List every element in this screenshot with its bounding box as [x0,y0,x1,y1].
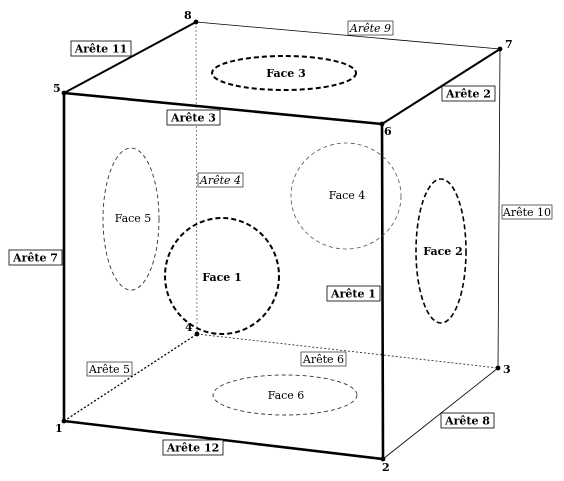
edge-2-3 [382,367,499,460]
edge-label-7: Arête 7 [8,249,63,266]
face-label-4: Face 4 [329,189,366,202]
thin-edges [195,21,501,460]
edge-label-1: Arête 1 [326,285,381,302]
face-4-ellipse [290,142,402,250]
edge-label-4: Arête 4 [197,172,244,188]
face-label-3: Face 3 [266,67,306,80]
vertex-labels: 1 2 3 4 5 6 7 8 [53,9,513,474]
svg-text:Arête 2: Arête 2 [445,88,491,101]
face-3-ellipse [211,55,357,91]
face-6-ellipse [212,374,358,416]
edge-label-9: Arête 9 [347,20,394,36]
vertex-label-2: 2 [382,461,390,474]
bold-edges [62,21,501,461]
vertex-dot-3 [495,365,501,371]
vertex-dot-1 [61,418,67,424]
vertex-label-4: 4 [185,321,193,334]
face-ellipses [102,55,467,416]
face-labels: Face 1 Face 2 Face 3 Face 4 Face 5 Face … [115,67,463,402]
vertex-dot-5 [61,90,67,96]
vertex-dot-2 [380,456,386,462]
edge-8-7 [195,21,501,50]
vertex-dot-4 [194,331,200,337]
edge-label-11: Arête 11 [70,40,132,57]
edge-6-7 [381,48,501,125]
svg-text:Arête 10: Arête 10 [502,206,551,219]
svg-text:Arête 1: Arête 1 [330,288,376,301]
face-label-2: Face 2 [423,245,463,258]
svg-text:Arête 5: Arête 5 [88,363,130,376]
svg-text:Arête 7: Arête 7 [12,252,58,265]
edge-label-12: Arête 12 [162,439,224,456]
edge-label-8: Arête 8 [440,412,495,429]
vertex-dot-7 [497,46,503,52]
svg-text:Arête 12: Arête 12 [166,442,220,455]
edge-4-3 [196,333,499,369]
edge-label-10: Arête 10 [501,204,553,220]
vertex-dot-8 [193,19,199,25]
vertex-label-6: 6 [384,125,392,138]
svg-text:Arête 9: Arête 9 [349,22,391,35]
face-label-1: Face 1 [202,271,242,284]
vertex-label-5: 5 [53,82,61,95]
svg-text:Arête 3: Arête 3 [170,112,216,125]
edge-label-3: Arête 3 [166,109,221,126]
vertex-label-8: 8 [184,9,192,22]
vertex-label-7: 7 [505,38,513,51]
edge-1-2 [63,419,384,461]
face-2-ellipse [415,178,467,324]
edge-1-4 [63,333,198,422]
edge-5-6 [63,91,383,126]
edge-4-8 [195,21,198,335]
edge-label-2: Arête 2 [441,85,496,102]
edge-7-3 [497,48,501,369]
svg-text:Arête 11: Arête 11 [74,43,128,56]
vertex-label-3: 3 [503,363,511,376]
face-1-ellipse [164,217,280,335]
edge-labels: Arête 1 Arête 2 Arête 3 Arête 4 Arête 5 … [8,20,553,456]
svg-text:Arête 4: Arête 4 [199,174,241,187]
edge-5-8 [63,21,197,94]
vertex-dot-6 [379,121,385,127]
edge-label-6: Arête 6 [300,351,347,367]
vertex-dots [61,19,503,462]
face-label-5: Face 5 [115,212,152,225]
hidden-edges [63,21,499,422]
svg-text:Arête 6: Arête 6 [302,353,344,366]
svg-text:Arête 8: Arête 8 [444,415,490,428]
face-label-6: Face 6 [268,389,305,402]
vertex-label-1: 1 [55,422,63,435]
face-5-ellipse [102,147,160,291]
edge-6-2 [380,123,385,460]
edge-label-5: Arête 5 [86,361,133,377]
